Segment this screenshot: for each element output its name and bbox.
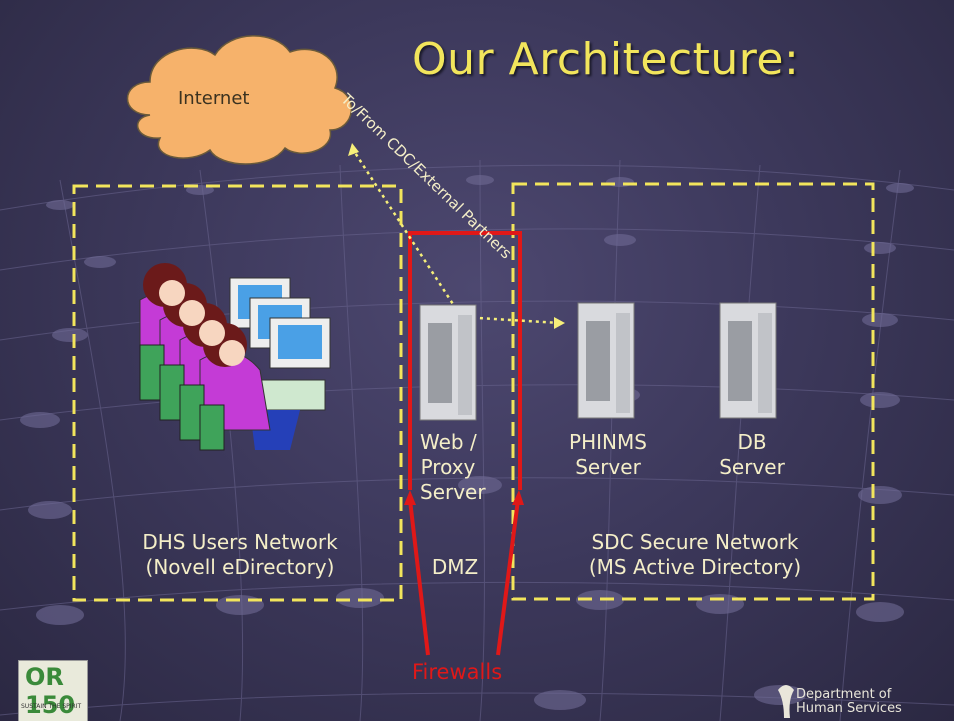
dhs-logo-icon [778, 685, 794, 718]
db-server-label: DB Server [719, 430, 785, 479]
or150-logo: OR 150 SUSTAIN THE SPIRIT [18, 660, 88, 721]
web-proxy-server-label: Web / Proxy Server [420, 430, 486, 504]
users-workstations-illustration [139, 263, 331, 451]
web-proxy-server-icon [419, 304, 477, 421]
connection-arrows [350, 147, 561, 325]
sdc-network-label: SDC Secure Network (MS Active Directory) [588, 530, 802, 579]
firewall-lines [408, 231, 522, 656]
slide-title: Our Architecture: [412, 34, 800, 85]
internet-cloud [126, 35, 352, 165]
dhs-network-zone [72, 184, 403, 602]
dhs-network-label: DHS Users Network (Novell eDirectory) [142, 530, 338, 579]
sdc-network-zone [511, 182, 875, 601]
internet-label: Internet [178, 88, 250, 109]
db-server-icon [719, 302, 777, 419]
department-label: Department of Human Services [796, 687, 902, 716]
dmz-label: DMZ [431, 555, 479, 579]
phinms-server-icon [577, 302, 635, 419]
phinms-server-label: PHINMS Server [569, 430, 647, 479]
firewalls-label: Firewalls [412, 660, 503, 684]
